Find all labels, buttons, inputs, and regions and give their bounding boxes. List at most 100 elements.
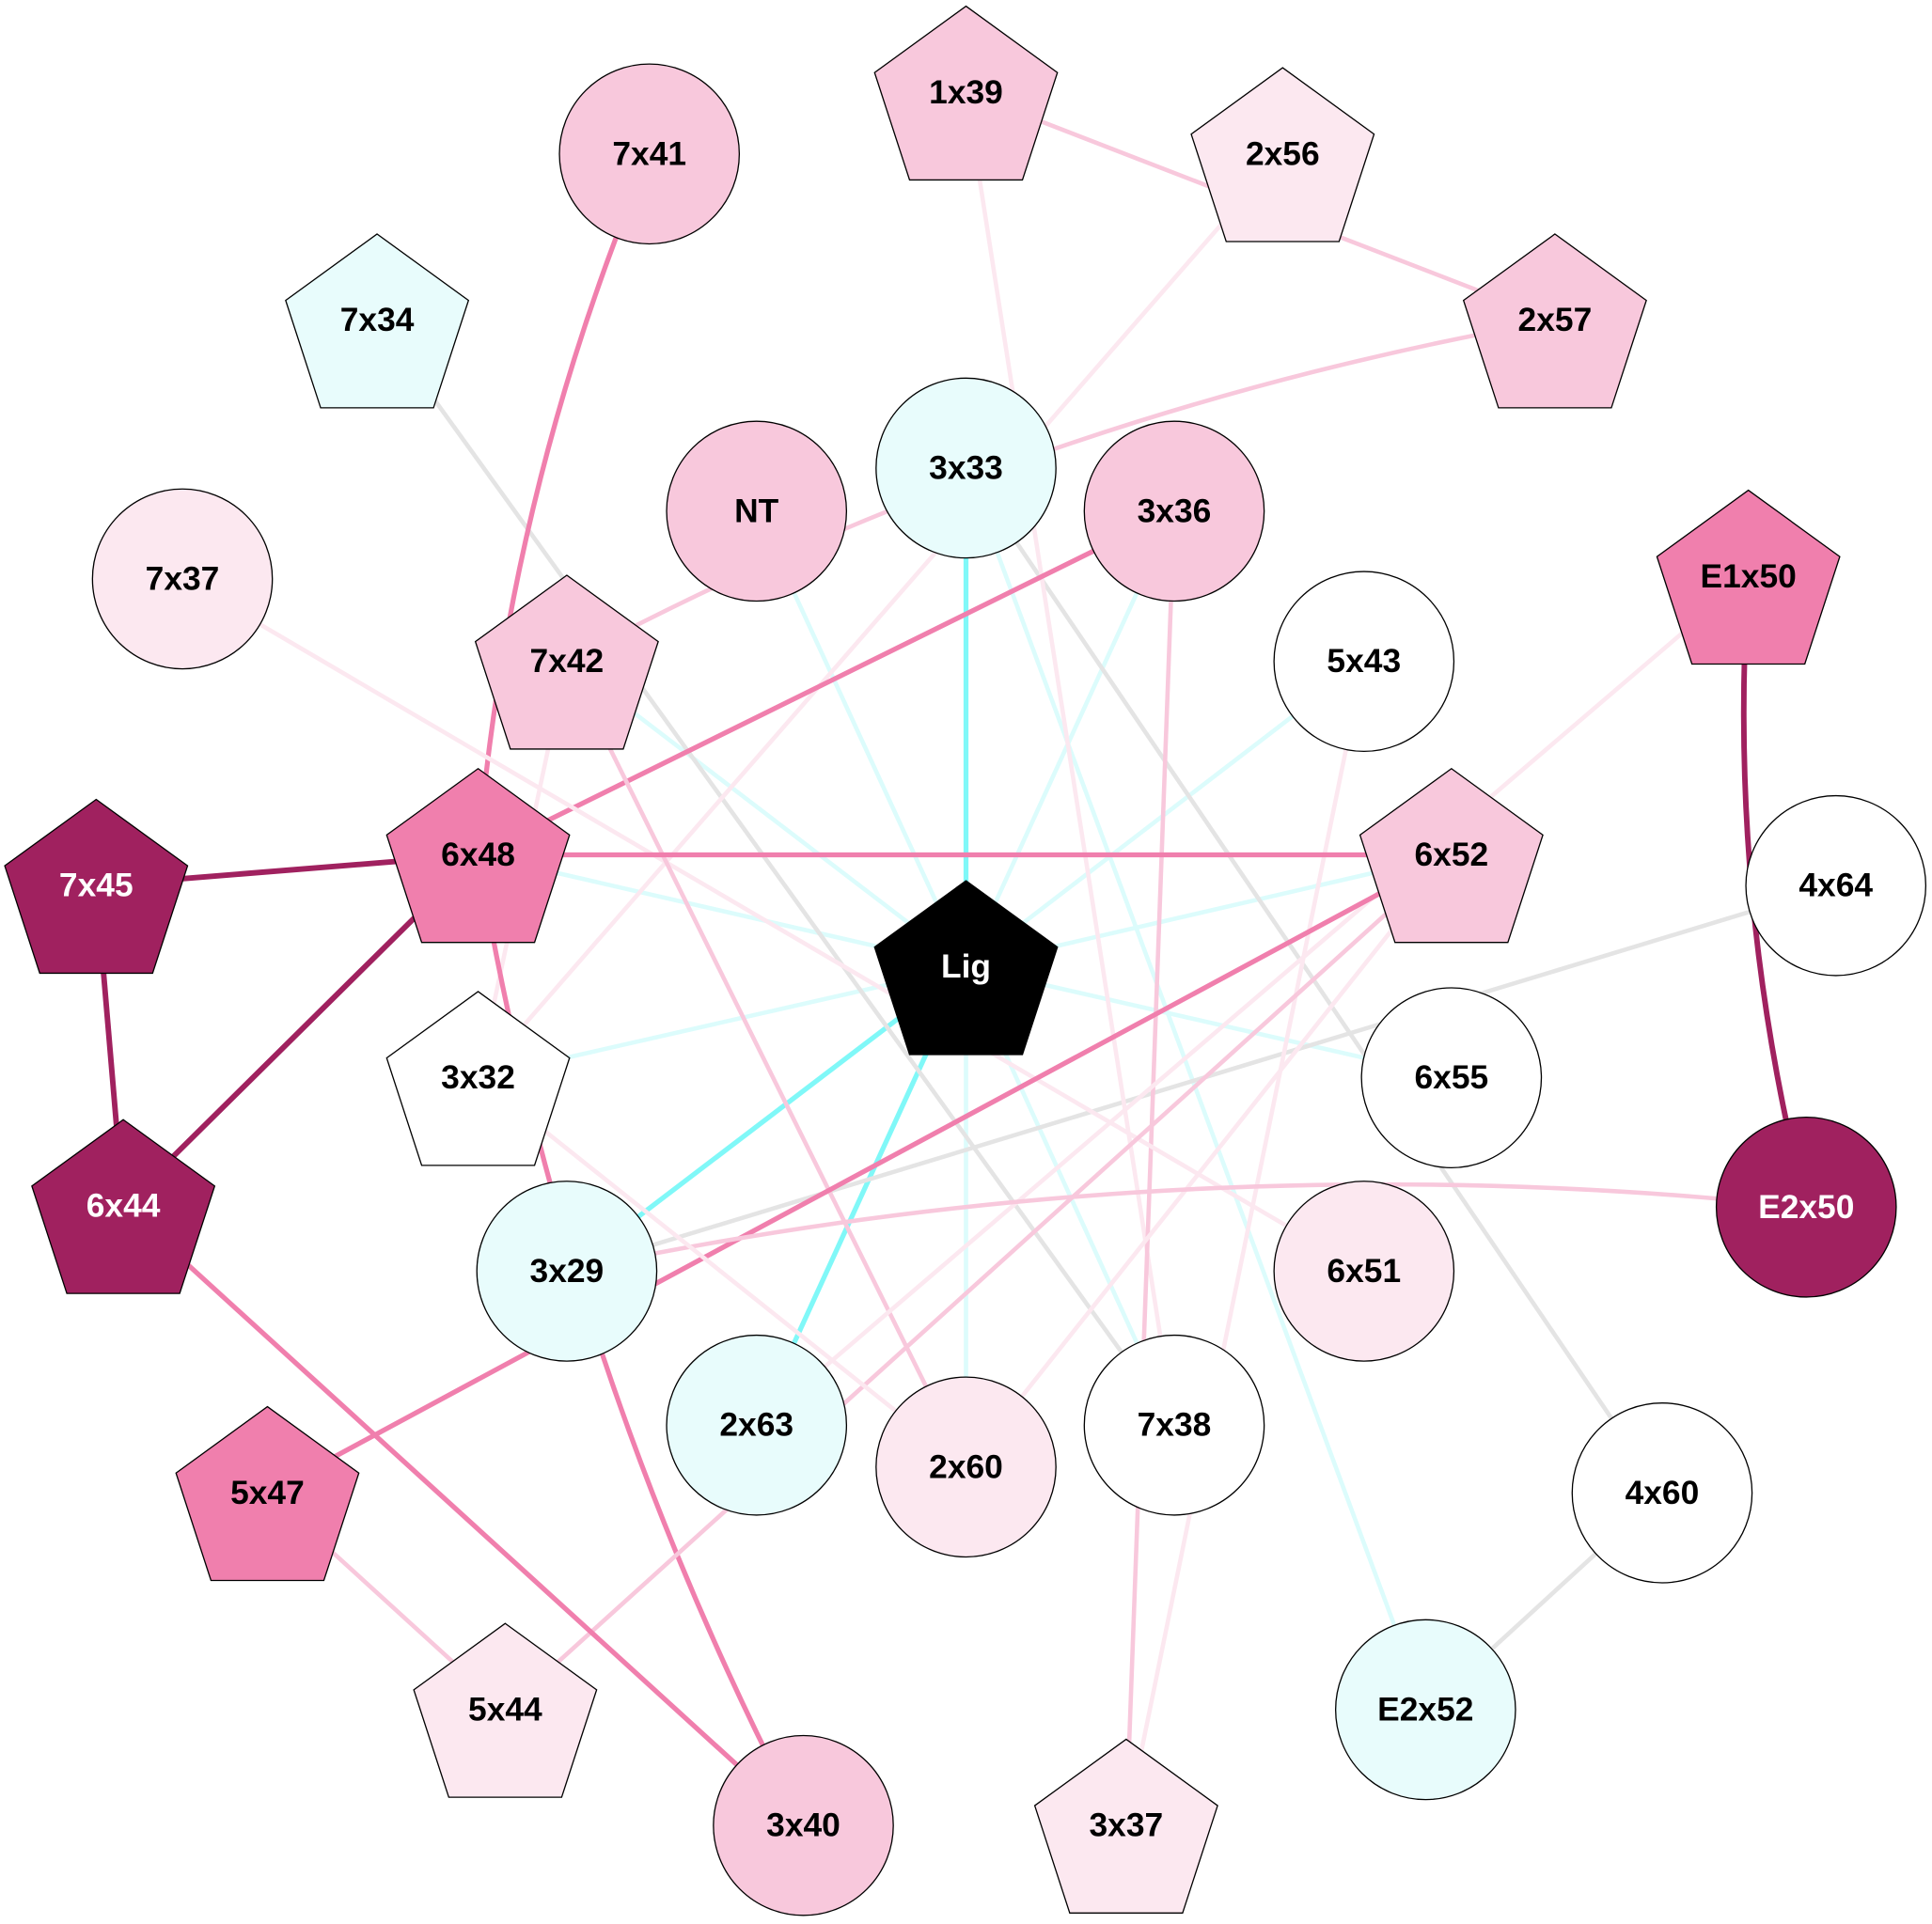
node-pentagon [474,574,659,750]
node-3x40[interactable]: 3x40 [713,1734,894,1916]
edge-6x52-2x60 [964,853,1453,1469]
node-E2x52[interactable]: E2x52 [1334,1619,1516,1801]
node-label: 3x29 [530,1253,605,1290]
node-NT[interactable]: NT [666,420,848,602]
node-circle [1083,1334,1265,1516]
edge-3x36-6x48 [477,508,1176,857]
node-2x63[interactable]: 2x63 [666,1334,848,1516]
node-4x60[interactable]: 4x60 [1571,1402,1753,1584]
node-circle [1334,1619,1516,1801]
node-label: 4x60 [1626,1475,1700,1511]
edge-6x52-5x47 [266,853,1453,1495]
node-circle [91,488,274,670]
node-7x45[interactable]: 7x45 [4,798,189,975]
node-circle [558,63,741,245]
node-7x42[interactable]: 7x42 [474,574,659,750]
node-label: 6x55 [1414,1059,1488,1096]
node-label: 6x52 [1414,837,1488,873]
node-7x37[interactable]: 7x37 [91,488,274,670]
node-5x47[interactable]: 5x47 [175,1405,360,1582]
edge-3x36-3x37 [1123,510,1177,1826]
edge-2x56-3x32 [476,152,1285,1080]
node-5x43[interactable]: 5x43 [1273,571,1455,753]
node-label: 6x51 [1327,1253,1401,1290]
edge-6x52-5x44 [503,853,1453,1712]
node-circle [1083,420,1265,602]
node-label: 7x42 [530,643,605,680]
node-3x29[interactable]: 3x29 [476,1181,658,1362]
node-label: 1x39 [929,74,1003,111]
node-E2x50[interactable]: E2x50 [1715,1116,1897,1298]
node-label: NT [734,493,779,529]
node-3x37[interactable]: 3x37 [1033,1738,1218,1914]
edge-E1x50-2x63 [755,574,1751,1427]
node-label: Lig [941,948,991,985]
edge-3x32-2x60 [477,1075,967,1469]
edge-7x34-7x38 [375,319,1176,1427]
node-label: 5x43 [1327,643,1401,680]
node-pentagon [31,1118,216,1294]
node-2x57[interactable]: 2x57 [1462,233,1647,409]
node-circle [666,1334,848,1516]
node-pentagon [4,798,189,975]
node-2x56[interactable]: 2x56 [1190,67,1375,242]
node-pentagon [285,233,470,409]
node-7x38[interactable]: 7x38 [1083,1334,1265,1516]
node-circle [1273,571,1455,753]
node-label: 7x34 [340,302,415,338]
node-6x55[interactable]: 6x55 [1360,987,1543,1169]
node-6x48[interactable]: 6x48 [385,767,571,944]
node-label: 2x60 [929,1448,1003,1485]
node-label: 7x41 [612,135,686,172]
node-6x52[interactable]: 6x52 [1359,767,1544,944]
node-circle [713,1734,894,1916]
node-7x41[interactable]: 7x41 [558,63,741,245]
node-circle [1745,794,1927,977]
edge-3x33-E2x52 [964,467,1428,1711]
node-label: 3x33 [929,449,1003,486]
node-label: 7x38 [1138,1407,1212,1444]
node-E1x50[interactable]: E1x50 [1656,489,1841,665]
node-3x32[interactable]: 3x32 [385,991,571,1166]
node-label: 5x47 [230,1475,305,1511]
node-pentagon [1190,67,1375,242]
node-circle [1360,987,1543,1169]
node-label: 3x32 [441,1059,515,1096]
node-circle [1715,1116,1897,1298]
node-3x33[interactable]: 3x33 [875,377,1057,559]
node-pentagon [873,5,1059,181]
node-3x36[interactable]: 3x36 [1083,420,1265,602]
node-7x34[interactable]: 7x34 [285,233,470,409]
node-circle [476,1181,658,1362]
node-pentagon [385,767,571,944]
node-pentagon [413,1622,598,1798]
node-label: 4x64 [1798,868,1873,904]
node-label: 2x57 [1518,302,1593,338]
node-5x44[interactable]: 5x44 [413,1622,598,1798]
node-label: 6x44 [86,1187,161,1224]
node-circle [875,1376,1057,1558]
node-circle [666,420,848,602]
node-pentagon [873,880,1059,1056]
node-pentagon [1462,233,1647,409]
node-pentagon [1656,489,1841,665]
node-label: 2x56 [1246,135,1320,172]
node-1x39[interactable]: 1x39 [873,5,1059,181]
edge-7x37-6x51 [181,576,1365,1274]
node-label: E2x50 [1758,1189,1854,1226]
edge-6x44-3x40 [121,1204,806,1828]
node-Lig[interactable]: Lig [873,880,1059,1056]
node-label: 2x63 [719,1407,793,1444]
node-6x44[interactable]: 6x44 [31,1118,216,1294]
node-label: 6x48 [441,837,515,873]
node-2x60[interactable]: 2x60 [875,1376,1057,1558]
node-pentagon [175,1405,360,1582]
node-label: 7x37 [146,560,220,597]
node-6x51[interactable]: 6x51 [1273,1181,1455,1362]
node-label: 3x37 [1090,1807,1164,1844]
node-label: 3x36 [1138,493,1212,529]
node-4x64[interactable]: 4x64 [1745,794,1927,977]
node-label: E2x52 [1377,1691,1473,1728]
